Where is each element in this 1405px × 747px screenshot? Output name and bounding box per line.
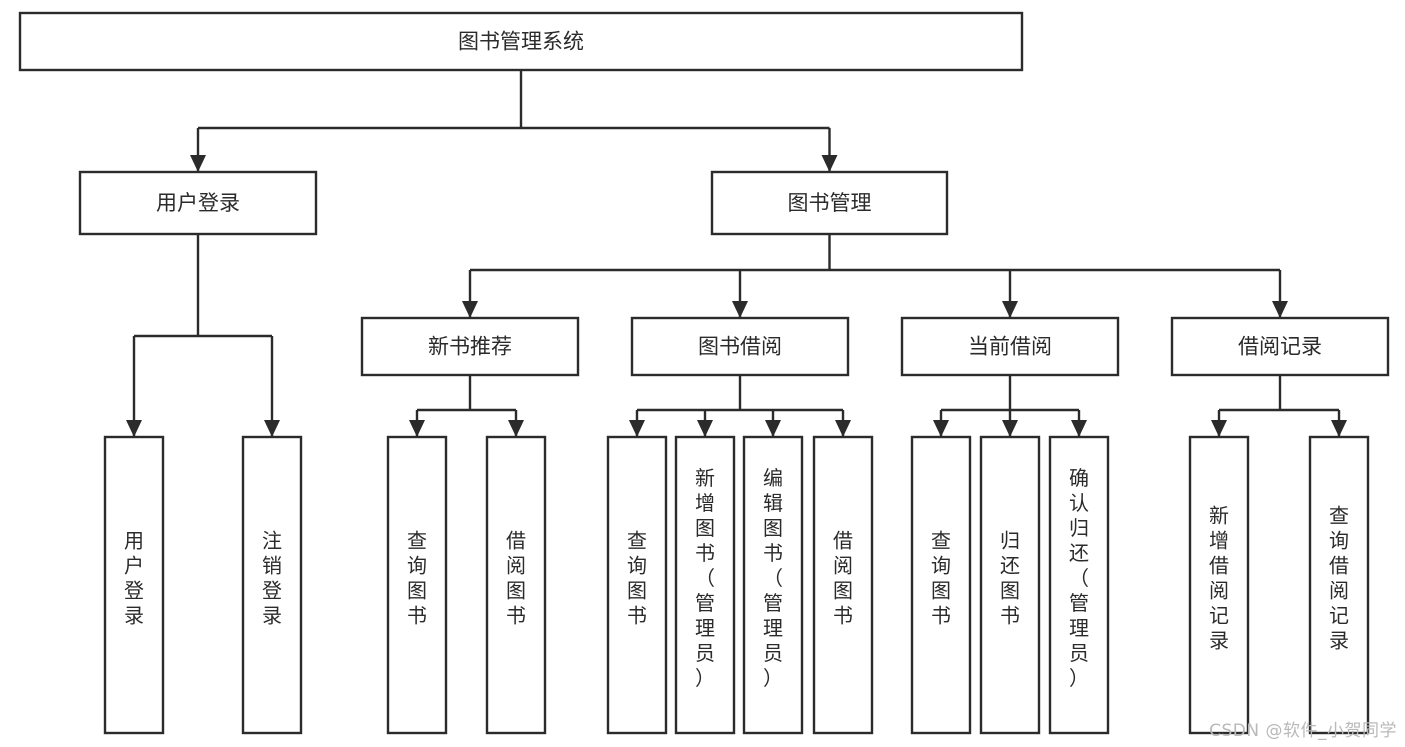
node-label-leaf-edit-book: 编辑图书（管理员） — [763, 466, 783, 690]
node-label-leaf-user-login: 用户登录 — [124, 529, 144, 628]
node-leaf-confirm-return[interactable]: 确认归还（管理员） — [1048, 435, 1110, 735]
node-leaf-query-book-1[interactable]: 查询图书 — [386, 435, 448, 735]
node-label-book-borrow: 图书借阅 — [698, 335, 782, 359]
node-label-leaf-query-record: 查询借阅记录 — [1329, 504, 1349, 653]
connector-layer — [126, 70, 1347, 437]
connector-group-borrow-record — [1211, 375, 1347, 437]
node-leaf-query-book-2[interactable]: 查询图书 — [606, 435, 668, 735]
node-leaf-add-book[interactable]: 新增图书（管理员） — [674, 435, 736, 735]
node-leaf-logout[interactable]: 注销登录 — [241, 435, 303, 735]
arrow-head-icon — [1071, 420, 1087, 437]
node-label-leaf-borrow-book-2: 借阅图书 — [833, 529, 853, 628]
arrow-head-icon — [462, 301, 478, 318]
node-label-current-borrow: 当前借阅 — [968, 335, 1052, 359]
arrow-head-icon — [264, 420, 280, 437]
node-box-borrow-record — [1170, 316, 1390, 377]
node-layer: 图书管理系统用户登录图书管理新书推荐图书借阅当前借阅借阅记录用户登录注销登录查询… — [18, 11, 1390, 735]
node-book-borrow[interactable]: 图书借阅 — [630, 316, 850, 377]
node-user-login[interactable]: 用户登录 — [78, 170, 318, 236]
connector-group-book-borrow — [629, 375, 851, 437]
node-book-manage[interactable]: 图书管理 — [710, 170, 949, 236]
node-label-leaf-query-book-2: 查询图书 — [627, 529, 647, 628]
node-leaf-edit-book[interactable]: 编辑图书（管理员） — [742, 435, 804, 735]
node-leaf-user-login[interactable]: 用户登录 — [103, 435, 165, 735]
node-label-new-book-recommend: 新书推荐 — [428, 335, 512, 359]
arrow-head-icon — [933, 420, 949, 437]
arrow-head-icon — [1002, 420, 1018, 437]
node-box-leaf-return-book — [979, 435, 1041, 735]
node-label-leaf-confirm-return: 确认归还（管理员） — [1069, 466, 1089, 690]
connector-group-root — [190, 70, 838, 172]
node-label-book-manage: 图书管理 — [788, 191, 872, 215]
node-label-user-login: 用户登录 — [156, 191, 240, 215]
connector-group-new-book-recommend — [409, 375, 524, 437]
node-box-leaf-add-book — [674, 435, 736, 735]
node-box-leaf-borrow-book-1 — [485, 435, 547, 735]
node-borrow-record[interactable]: 借阅记录 — [1170, 316, 1390, 377]
node-box-leaf-edit-book — [742, 435, 804, 735]
node-box-leaf-query-book-2 — [606, 435, 668, 735]
arrow-head-icon — [1002, 301, 1018, 318]
node-label-leaf-add-book: 新增图书（管理员） — [695, 466, 715, 690]
node-leaf-query-record[interactable]: 查询借阅记录 — [1308, 435, 1370, 735]
arrow-head-icon — [629, 420, 645, 437]
arrow-head-icon — [732, 301, 748, 318]
node-leaf-return-book[interactable]: 归还图书 — [979, 435, 1041, 735]
node-label-leaf-add-record: 新增借阅记录 — [1209, 504, 1229, 653]
node-box-leaf-query-book-3 — [910, 435, 972, 735]
node-box-leaf-query-record — [1308, 435, 1370, 735]
arrow-head-icon — [409, 420, 425, 437]
node-label-leaf-query-book-3: 查询图书 — [931, 529, 951, 628]
node-label-leaf-borrow-book-1: 借阅图书 — [506, 529, 526, 628]
node-box-leaf-confirm-return — [1048, 435, 1110, 735]
node-leaf-add-record[interactable]: 新增借阅记录 — [1188, 435, 1250, 735]
arrow-head-icon — [1211, 420, 1227, 437]
watermark-text: CSDN @软件_小贺同学 — [1209, 721, 1397, 741]
arrow-head-icon — [1331, 420, 1347, 437]
arrow-head-icon — [835, 420, 851, 437]
connector-group-current-borrow — [933, 375, 1087, 437]
node-box-user-login — [78, 170, 318, 236]
node-label-leaf-return-book: 归还图书 — [1000, 529, 1020, 628]
node-box-book-manage — [710, 170, 949, 236]
connector-group-book-manage — [462, 234, 1288, 318]
node-box-leaf-logout — [241, 435, 303, 735]
arrow-head-icon — [126, 420, 142, 437]
arrow-head-icon — [765, 420, 781, 437]
node-leaf-borrow-book-2[interactable]: 借阅图书 — [812, 435, 874, 735]
node-box-current-borrow — [900, 316, 1120, 377]
node-box-new-book-recommend — [360, 316, 580, 377]
node-box-leaf-user-login — [103, 435, 165, 735]
node-box-leaf-borrow-book-2 — [812, 435, 874, 735]
arrow-head-icon — [508, 420, 524, 437]
node-leaf-query-book-3[interactable]: 查询图书 — [910, 435, 972, 735]
arrow-head-icon — [190, 155, 206, 172]
arrow-head-icon — [1272, 301, 1288, 318]
connector-group-user-login — [126, 234, 280, 437]
node-new-book-recommend[interactable]: 新书推荐 — [360, 316, 580, 377]
arrow-head-icon — [821, 155, 838, 172]
node-label-leaf-logout: 注销登录 — [262, 529, 282, 628]
arrow-head-icon — [697, 420, 713, 437]
node-box-book-borrow — [630, 316, 850, 377]
node-box-leaf-add-record — [1188, 435, 1250, 735]
node-label-root: 图书管理系统 — [458, 30, 584, 54]
node-box-leaf-query-book-1 — [386, 435, 448, 735]
node-box-root — [18, 11, 1024, 72]
node-label-leaf-query-book-1: 查询图书 — [407, 529, 427, 628]
node-label-borrow-record: 借阅记录 — [1238, 335, 1322, 359]
node-leaf-borrow-book-1[interactable]: 借阅图书 — [485, 435, 547, 735]
node-current-borrow[interactable]: 当前借阅 — [900, 316, 1120, 377]
node-root[interactable]: 图书管理系统 — [18, 11, 1024, 72]
